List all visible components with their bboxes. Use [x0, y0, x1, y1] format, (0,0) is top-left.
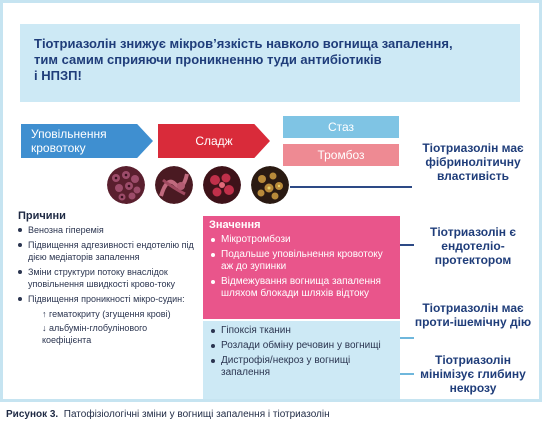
micrograph-2-image — [155, 166, 193, 204]
bullet-icon — [211, 344, 215, 348]
bullet-icon — [18, 297, 22, 301]
bullet-icon — [211, 238, 215, 242]
note-fibrinolytic: Тіотриазолін має фібринолітичну властиві… — [422, 141, 524, 183]
stasis-box: Стаз — [283, 116, 399, 138]
significance-item-text: Гіпоксія тканин — [221, 325, 291, 336]
causes-list-item: Підвищення проникності мікро-судин: — [16, 293, 194, 305]
causes-heading: Причини — [18, 210, 66, 222]
significance-item-text: Подальше уповільнення кровотоку аж до зу… — [221, 249, 383, 272]
significance-item-text: Відмежування вогнища запалення шляхом бл… — [221, 276, 381, 299]
significance-blue-list: Гіпоксія тканин Розлади обміну речовин у… — [209, 325, 395, 382]
significance-list-item: Розлади обміну речовин у вогнищі — [209, 340, 395, 352]
significance-pink-list: Мікротромбози Подальше уповільнення кров… — [209, 234, 395, 303]
causes-item-text: Підвищення проникності мікро-судин: — [28, 294, 185, 304]
slowing-line-2: кровотоку — [31, 141, 86, 155]
significance-pink-panel — [203, 216, 400, 319]
causes-list-item: Зміни структури потоку внаслідок уповіль… — [16, 266, 194, 290]
note-antiischemic: Тіотриазолін має проти-ішемічну дію — [414, 301, 532, 329]
slowing-blood-flow-arrow: Уповільнення кровотоку — [21, 124, 153, 158]
bullet-icon — [211, 329, 215, 333]
causes-sub-item: ↓ альбумін-глобулінового коефіцієнта — [16, 322, 194, 346]
significance-list-item: Відмежування вогнища запалення шляхом бл… — [209, 276, 395, 300]
micrograph-4-image — [251, 166, 289, 204]
significance-item-text: Мікротромбози — [221, 234, 291, 245]
causes-item-text: Венозна гіперемія — [28, 225, 104, 235]
leader-line-necrosis — [398, 373, 414, 375]
causes-sub-item: ↑ гематокриту (згущення крові) — [16, 308, 194, 320]
causes-sub-item-text: ↓ альбумін-глобулінового коефіцієнта — [42, 323, 148, 345]
thrombosis-box: Тромбоз — [283, 144, 399, 166]
causes-list: Венозна гіперемія Підвищення адгезивност… — [16, 224, 194, 348]
causes-list-item: Венозна гіперемія — [16, 224, 194, 236]
bullet-icon — [18, 270, 22, 274]
slowing-line-1: Уповільнення — [31, 127, 107, 141]
causes-item-text: Зміни структури потоку внаслідок уповіль… — [28, 267, 176, 289]
headline-line-1: Тіотриазолін знижує мікров’язкість навко… — [34, 36, 453, 51]
significance-heading: Значення — [209, 219, 261, 231]
leader-line-endothelio — [398, 244, 414, 246]
bullet-icon — [211, 359, 215, 363]
significance-list-item: Гіпоксія тканин — [209, 325, 395, 337]
significance-list-item: Мікротромбози — [209, 234, 395, 246]
significance-list-item: Дистрофія/некроз у вогнищі запалення — [209, 355, 395, 379]
causes-item-text: Підвищення адгезивності ендотелію під ді… — [28, 240, 194, 262]
figure-caption: Рисунок 3. Патофізіологічні зміни у вогн… — [6, 409, 330, 420]
note-endothelio-protector: Тіотриазолін є ендотеліо-протектором — [430, 225, 516, 267]
leader-line-fibrinolytic — [290, 186, 412, 188]
causes-list-item: Підвищення адгезивності ендотелію під ді… — [16, 239, 194, 263]
headline-line-2: тим самим сприяючи проникненню туди анти… — [34, 52, 382, 67]
note-necrosis: Тіотриазолін мінімізує глибину некрозу — [420, 353, 526, 395]
significance-list-item: Подальше уповільнення кровотоку аж до зу… — [209, 249, 395, 273]
causes-sub-item-text: ↑ гематокриту (згущення крові) — [42, 309, 171, 319]
bullet-icon — [18, 243, 22, 247]
significance-item-text: Дистрофія/некроз у вогнищі запалення — [221, 355, 351, 378]
leader-line-antiischemic — [398, 337, 414, 339]
significance-item-text: Розлади обміну речовин у вогнищі — [221, 340, 381, 351]
micrograph-3-image — [203, 166, 241, 204]
headline-banner: Тіотриазолін знижує мікров’язкість навко… — [20, 24, 520, 102]
headline-line-3: і НПЗП! — [34, 68, 82, 83]
caption-text: Патофізіологічні зміни у вогнищі запален… — [63, 409, 330, 420]
sludge-arrow: Сладж — [158, 124, 270, 158]
bullet-icon — [211, 280, 215, 284]
micrograph-1-image — [107, 166, 145, 204]
bullet-icon — [18, 228, 22, 232]
caption-label: Рисунок 3. — [6, 409, 59, 420]
bullet-icon — [211, 253, 215, 257]
significance-blue-panel — [203, 321, 400, 399]
